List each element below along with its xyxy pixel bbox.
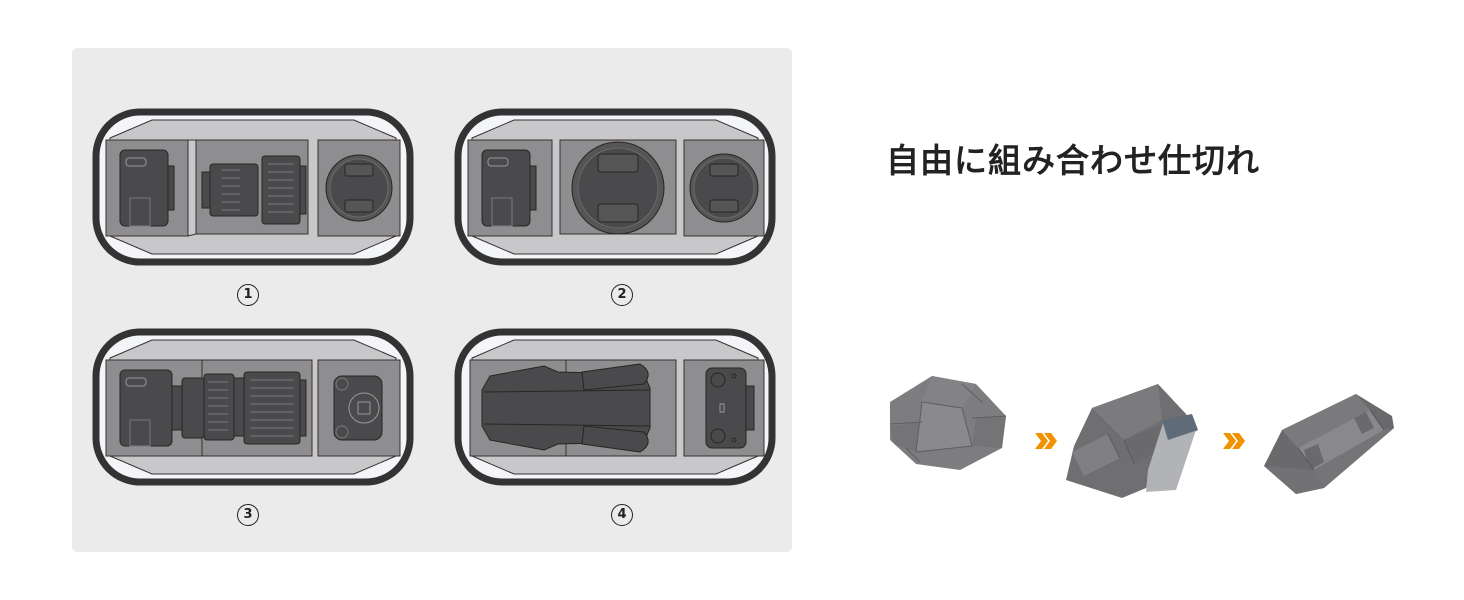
layout-number-2: 2 <box>611 284 633 306</box>
camera-with-telephoto-lens-icon <box>119 369 307 447</box>
bag-layout-3 <box>92 328 414 486</box>
layout-number-4: 4 <box>611 504 633 526</box>
drone-remote-controller-icon <box>705 367 755 449</box>
zoom-lens-icon <box>201 155 307 225</box>
lens-cap-icon <box>325 154 393 222</box>
layout-number-1: 1 <box>237 284 259 306</box>
arrow-right-icon <box>1034 432 1058 450</box>
flat-divider-image <box>886 372 1008 476</box>
assembled-divider-image <box>1262 380 1396 502</box>
bag-layout-1 <box>92 108 414 266</box>
half-folded-divider-image <box>1064 380 1204 504</box>
quick-release-plate-icon <box>333 375 383 441</box>
lens-cap-icon <box>689 153 759 223</box>
layout-examples-panel: 1 <box>72 48 792 552</box>
folded-drone-icon <box>481 363 651 453</box>
bag-layout-4 <box>454 328 776 486</box>
camera-body-icon <box>119 149 175 227</box>
layout-number-3: 3 <box>237 504 259 526</box>
arrow-right-icon <box>1222 432 1246 450</box>
bag-layout-2 <box>454 108 776 266</box>
camera-body-icon <box>481 149 537 227</box>
headline: 自由に組み合わせ仕切れ <box>886 141 1260 180</box>
large-lens-cap-icon <box>571 141 665 235</box>
